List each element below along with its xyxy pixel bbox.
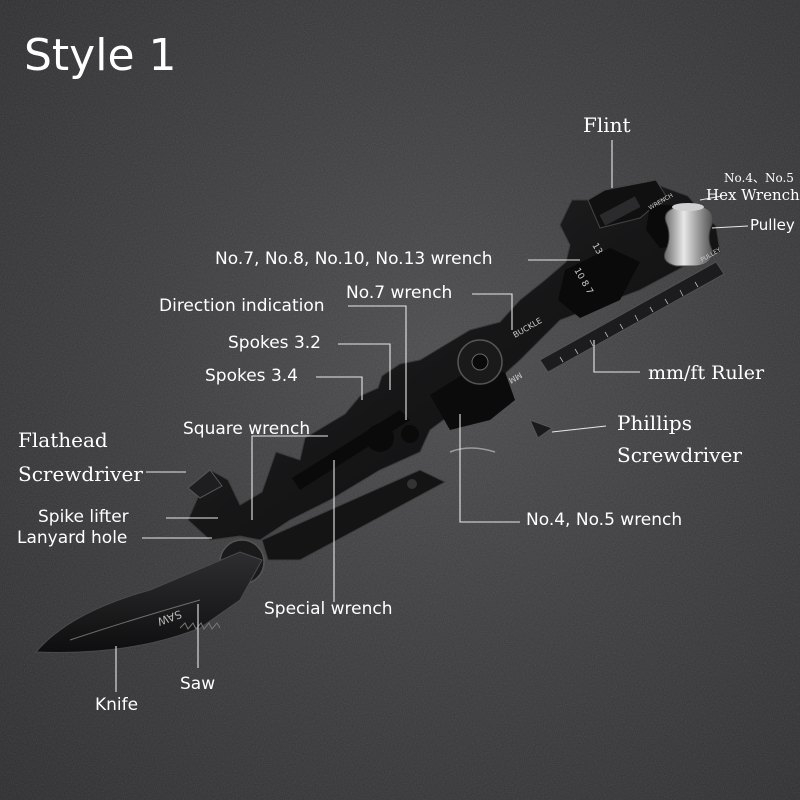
label-no45-wrench: No.4, No.5 wrench xyxy=(526,510,683,530)
label-special-wrench: Special wrench xyxy=(264,599,393,619)
label-flint: Flint xyxy=(583,113,631,137)
label-hex-wrench-nos: No.4、No.5 xyxy=(724,171,794,185)
label-spokes-34: Spokes 3.4 xyxy=(205,366,298,386)
multitool-body xyxy=(187,179,725,585)
label-lanyard-hole: Lanyard hole xyxy=(17,528,128,548)
label-saw: Saw xyxy=(180,674,216,694)
label-phillips: Phillips xyxy=(617,411,692,435)
style-title: Style 1 xyxy=(24,30,177,81)
mm-engraving: MM xyxy=(507,370,524,385)
label-flathead: Flathead xyxy=(18,428,108,452)
label-square-wrench: Square wrench xyxy=(183,419,311,439)
label-phillips-screwdriver: Screwdriver xyxy=(617,443,742,467)
wrench-13-engraving: 13 xyxy=(589,242,603,257)
label-knife: Knife xyxy=(95,695,139,715)
label-wrench-sizes: No.7, No.8, No.10, No.13 wrench xyxy=(215,249,493,269)
label-no7-wrench: No.7 wrench xyxy=(346,283,453,303)
label-spokes-32: Spokes 3.2 xyxy=(228,333,321,353)
label-spike-lifter: Spike lifter xyxy=(38,507,129,527)
label-pulley: Pulley xyxy=(750,216,795,234)
knife-blade xyxy=(34,551,263,653)
label-flathead-screwdriver: Screwdriver xyxy=(18,462,143,486)
label-hex-wrench: Hex Wrench xyxy=(706,186,800,204)
callout-lines xyxy=(115,140,749,692)
label-ruler: mm/ft Ruler xyxy=(648,362,765,384)
label-direction-indication: Direction indication xyxy=(159,296,325,316)
pulley xyxy=(663,203,714,267)
